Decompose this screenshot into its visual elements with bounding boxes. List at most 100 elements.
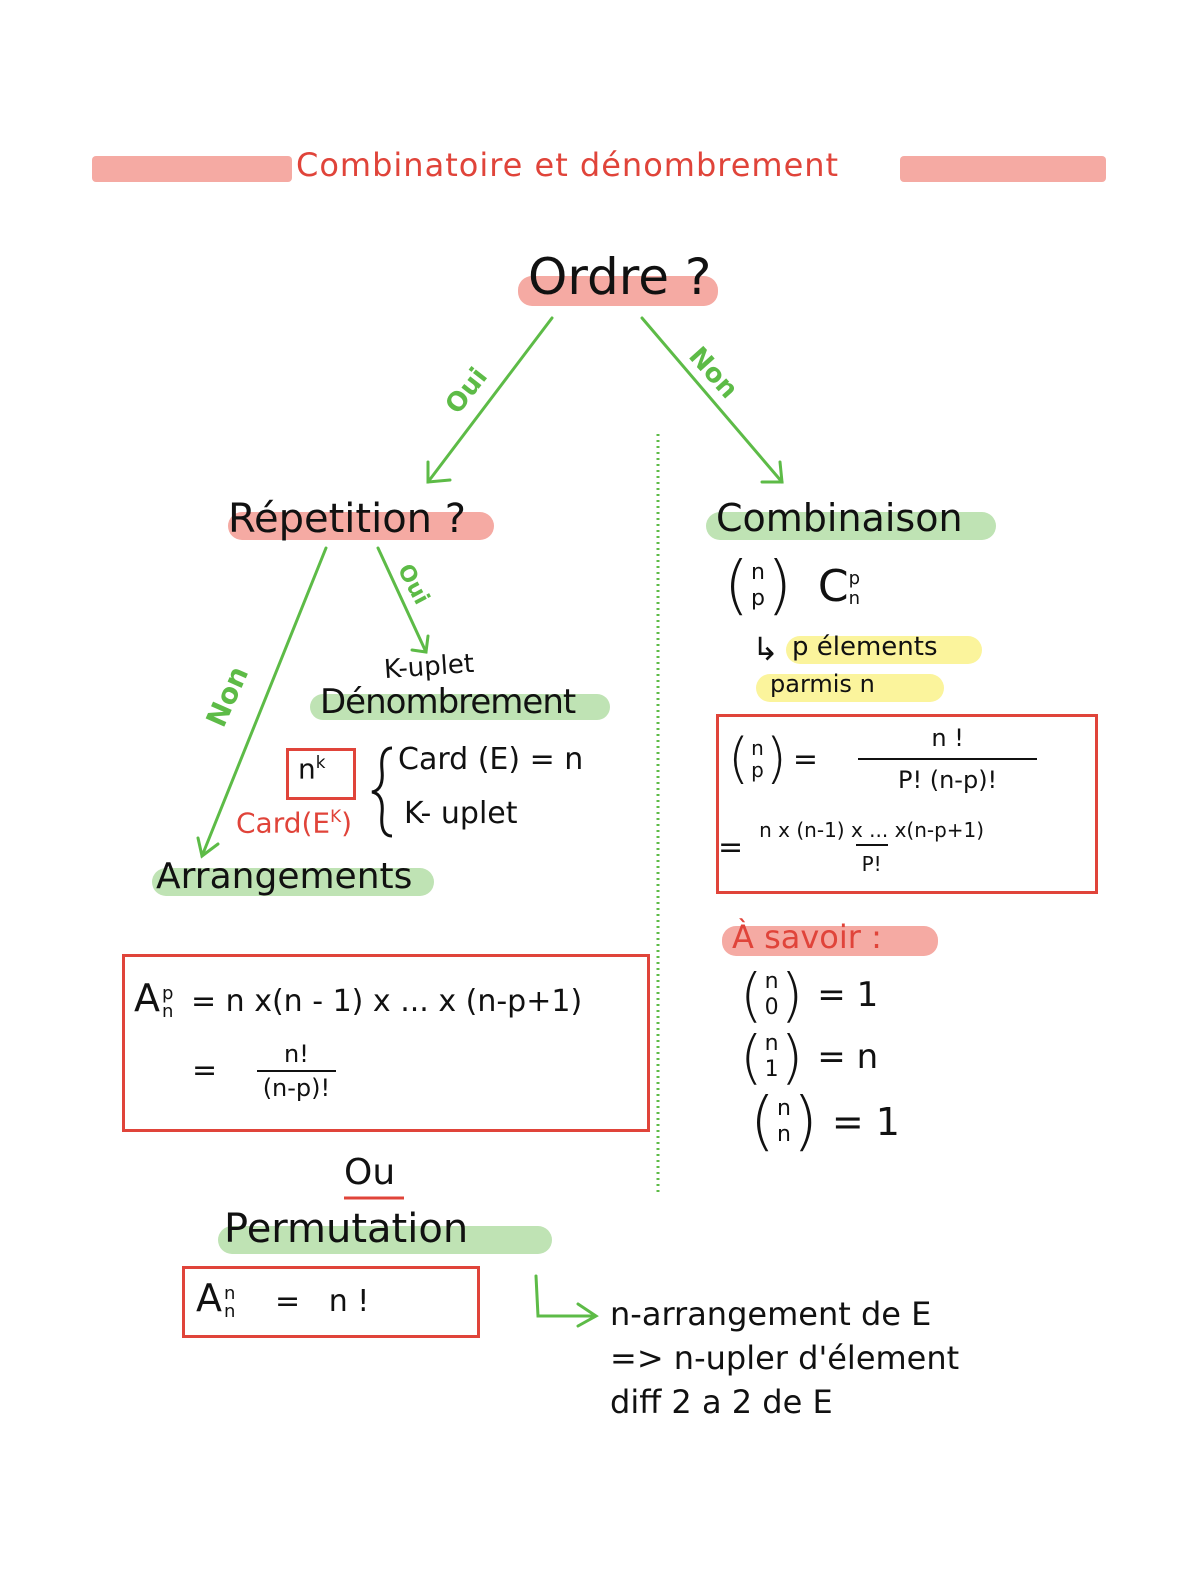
power-formula-box (286, 748, 356, 800)
arrangement-product: = n x(n - 1) x ... x (n-p+1) (190, 984, 583, 1019)
combination-binom-top: n (751, 736, 764, 760)
brace-icon (371, 746, 393, 838)
combination-fraction-2: n x (n-1) x ... x(n-p+1) P! (753, 818, 990, 876)
identity-2-top: n (764, 1031, 779, 1056)
arrow-root-no (640, 316, 784, 484)
or-word: Ou (344, 1152, 396, 1193)
permutation-sub: n (224, 1300, 236, 1322)
arrangement-symbol: A (134, 976, 160, 1020)
power-base: n (298, 752, 316, 786)
binom-bottom: p (750, 586, 765, 611)
root-question: Ordre ? (528, 248, 712, 306)
arrow-root-yes (426, 316, 554, 484)
arrangement-sup: p (162, 982, 174, 1004)
arrowhead-permutation-note (576, 1302, 599, 1328)
arrangements-title: Arrangements (156, 856, 413, 897)
permutation-highlight (218, 1226, 552, 1254)
arrowhead-rep-no (196, 836, 220, 859)
arrowhead-rep-yes (410, 634, 430, 654)
repetition-highlight (228, 512, 494, 540)
identity-1-top: n (764, 969, 779, 994)
card-label-exp: K (330, 806, 342, 826)
combination-binom-bottom: p (751, 758, 764, 782)
permutation-title: Permutation (224, 1206, 469, 1252)
c-letter: C (817, 560, 849, 612)
combination-arrow-icon: ↳ (752, 630, 779, 668)
combination-numerator: n ! (931, 724, 964, 752)
combination-note-2: parmis n (770, 670, 875, 698)
combination-eq-2: = (718, 829, 744, 865)
card-label-close: ) (341, 806, 353, 840)
title-bar-right (900, 156, 1106, 182)
arrangement-formula-line2: = n! (n-p)! (192, 1040, 337, 1102)
permutation-formula-box (182, 1266, 480, 1338)
arrowhead-root-yes (426, 460, 452, 484)
repetition-question: Répetition ? (228, 496, 466, 542)
arrowhead-root-no (760, 460, 784, 484)
note-line-1: n-arrangement de E (610, 1295, 932, 1333)
kuplet-small-label: K-uplet (383, 648, 476, 686)
arrow-permutation-note (534, 1274, 596, 1318)
combination-fraction: n ! P! (n-p)! (858, 724, 1038, 794)
combination-formula-line2: = n x (n-1) x ... x(n-p+1) P! (718, 818, 990, 876)
note-highlight-1 (786, 636, 982, 664)
root-highlight (518, 276, 718, 306)
identity-3-bottom: n (776, 1122, 791, 1147)
note-line-3: diff 2 a 2 de E (610, 1383, 833, 1421)
brace-line-kuplet: K- uplet (404, 796, 518, 831)
permutation-rhs: = n ! (274, 1284, 370, 1319)
combination-note-1: p élements (792, 632, 938, 662)
arrangement-fraction: n! (n-p)! (256, 1040, 337, 1102)
permutation-symbol: A (196, 1276, 222, 1320)
identity-2-value: = n (817, 1037, 879, 1077)
combinaison-highlight (706, 512, 996, 540)
arrangement-formula-box (122, 954, 650, 1132)
arrow-rep-yes (376, 546, 428, 654)
identity-1-value: = 1 (817, 975, 879, 1015)
arrangements-highlight (152, 868, 434, 896)
card-label: Card(EK) (236, 806, 352, 839)
permutation-note: n-arrangement de E => n-upler d'élement … (610, 1292, 959, 1424)
brace-line-card: Card (E) = n (398, 742, 584, 777)
permutation-sup: n (224, 1282, 236, 1304)
arrow-rep-no (200, 546, 328, 858)
arrangement-numerator: n! (283, 1040, 309, 1068)
combination-formula-box (716, 714, 1098, 894)
denombrement-highlight (310, 694, 610, 720)
c-sup: p (848, 567, 861, 589)
card-label-text: Card(E (236, 806, 331, 840)
binom-top: n (750, 560, 765, 585)
c-sub: n (848, 587, 861, 609)
combination-denominator: P! (n-p)! (858, 758, 1038, 794)
identity-3-top: n (776, 1096, 791, 1121)
identity-1-bottom: 0 (764, 995, 779, 1020)
arrangement-eq: = (192, 1052, 218, 1088)
know-highlight (722, 926, 938, 956)
power-formula: nk (298, 752, 325, 785)
arrangement-denominator: (n-p)! (256, 1070, 337, 1102)
combinaison-title: Combinaison (716, 496, 963, 540)
combination-numerator-2: n x (n-1) x ... x(n-p+1) (759, 818, 985, 842)
identity-2-bottom: 1 (764, 1057, 779, 1082)
note-line-2: => n-upler d'élement (610, 1339, 960, 1377)
note-highlight-2 (756, 674, 944, 702)
power-exp: k (315, 752, 326, 772)
title-bar-left (92, 156, 292, 182)
know-title: À savoir : (732, 918, 882, 956)
identity-3-value: = 1 (831, 1100, 900, 1144)
page-title: Combinatoire et dénombrement (296, 146, 840, 184)
arrangement-sub: n (162, 1000, 174, 1022)
combination-eq: = (792, 741, 818, 777)
combination-denominator-2: P! (855, 844, 888, 876)
